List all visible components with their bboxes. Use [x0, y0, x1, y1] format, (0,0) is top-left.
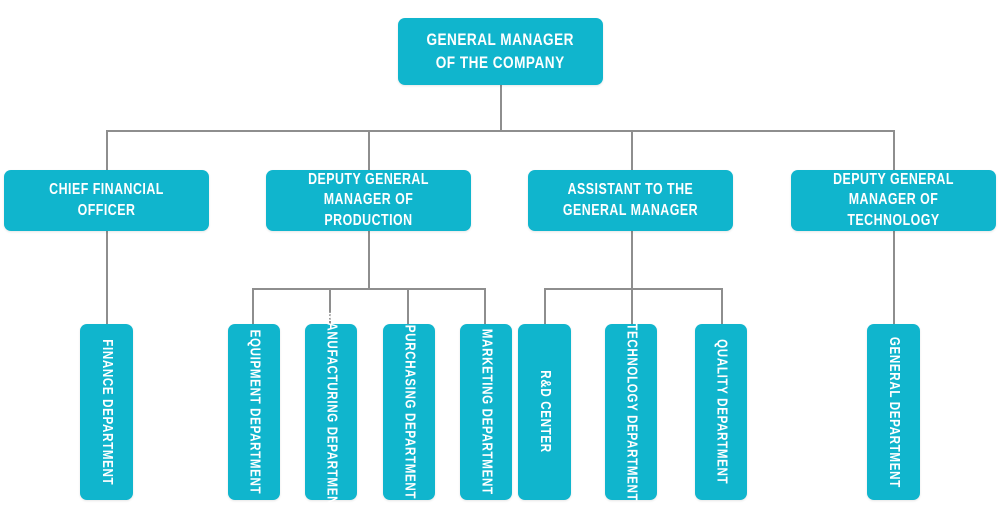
- node-label-assistant-to-general-manager: Assistant to the General Manager: [562, 181, 699, 219]
- connector-drop-purchasing: [407, 288, 409, 324]
- node-technology-department[interactable]: Technology Department: [605, 323, 657, 501]
- connector-drop-marketing: [484, 288, 486, 324]
- node-label-equipment-department: Equipment Department: [246, 329, 263, 495]
- connector-drop-production: [368, 130, 370, 171]
- connector-root-stem: [500, 85, 502, 131]
- node-purchasing-department[interactable]: Purchasing Department: [383, 324, 435, 500]
- node-label-rd-center: R&D Center: [536, 370, 553, 454]
- connector-technology-to-general: [893, 231, 895, 324]
- connector-production-bus: [252, 288, 485, 290]
- node-finance-department[interactable]: Finance Department: [80, 324, 133, 500]
- node-label-technology-department: Technology Department: [623, 323, 640, 501]
- connector-drop-technology: [893, 130, 895, 171]
- node-manufacturing-department[interactable]: Manufacturing Department: [305, 312, 357, 512]
- node-label-general-department: General Department: [885, 336, 902, 488]
- connector-production-stem: [368, 231, 370, 288]
- connector-assistant-stem: [631, 231, 633, 288]
- node-marketing-department[interactable]: Marketing Department: [460, 324, 512, 500]
- node-general-department[interactable]: General Department: [867, 324, 920, 500]
- node-label-manufacturing-department: Manufacturing Department: [323, 311, 340, 513]
- node-deputy-general-manager-production[interactable]: Deputy General Manager of Production: [266, 170, 471, 231]
- node-quality-department[interactable]: Quality Department: [695, 324, 747, 500]
- node-assistant-to-general-manager[interactable]: Assistant to the General Manager: [528, 170, 733, 231]
- connector-drop-technology-dept: [631, 288, 633, 324]
- connector-drop-rd-center: [544, 288, 546, 324]
- node-label-finance-department: Finance Department: [98, 339, 115, 485]
- node-rd-center[interactable]: R&D Center: [518, 324, 571, 500]
- connector-drop-assistant: [631, 130, 633, 171]
- node-general-manager[interactable]: General Manager of the Company: [398, 18, 603, 85]
- node-label-quality-department: Quality Department: [713, 339, 730, 485]
- connector-assistant-bus: [544, 288, 722, 290]
- node-label-deputy-general-manager-production: Deputy General Manager of Production: [308, 171, 429, 229]
- node-label-general-manager: General Manager of the Company: [426, 30, 575, 72]
- node-equipment-department[interactable]: Equipment Department: [228, 324, 280, 500]
- node-deputy-general-manager-technology[interactable]: Deputy General Manager of Technology: [791, 170, 996, 231]
- connector-drop-equipment: [252, 288, 254, 324]
- connector-drop-quality: [721, 288, 723, 324]
- connector-cfo-to-finance: [106, 231, 108, 324]
- node-label-chief-financial-officer: Chief Financial Officer: [49, 181, 164, 219]
- node-label-marketing-department: Marketing Department: [478, 329, 495, 495]
- node-chief-financial-officer[interactable]: Chief Financial Officer: [4, 170, 209, 231]
- connector-drop-manufacturing: [329, 288, 331, 324]
- connector-main-bus: [106, 130, 895, 132]
- node-label-purchasing-department: Purchasing Department: [401, 324, 418, 500]
- node-label-deputy-general-manager-technology: Deputy General Manager of Technology: [833, 171, 954, 229]
- connector-drop-cfo: [106, 130, 108, 171]
